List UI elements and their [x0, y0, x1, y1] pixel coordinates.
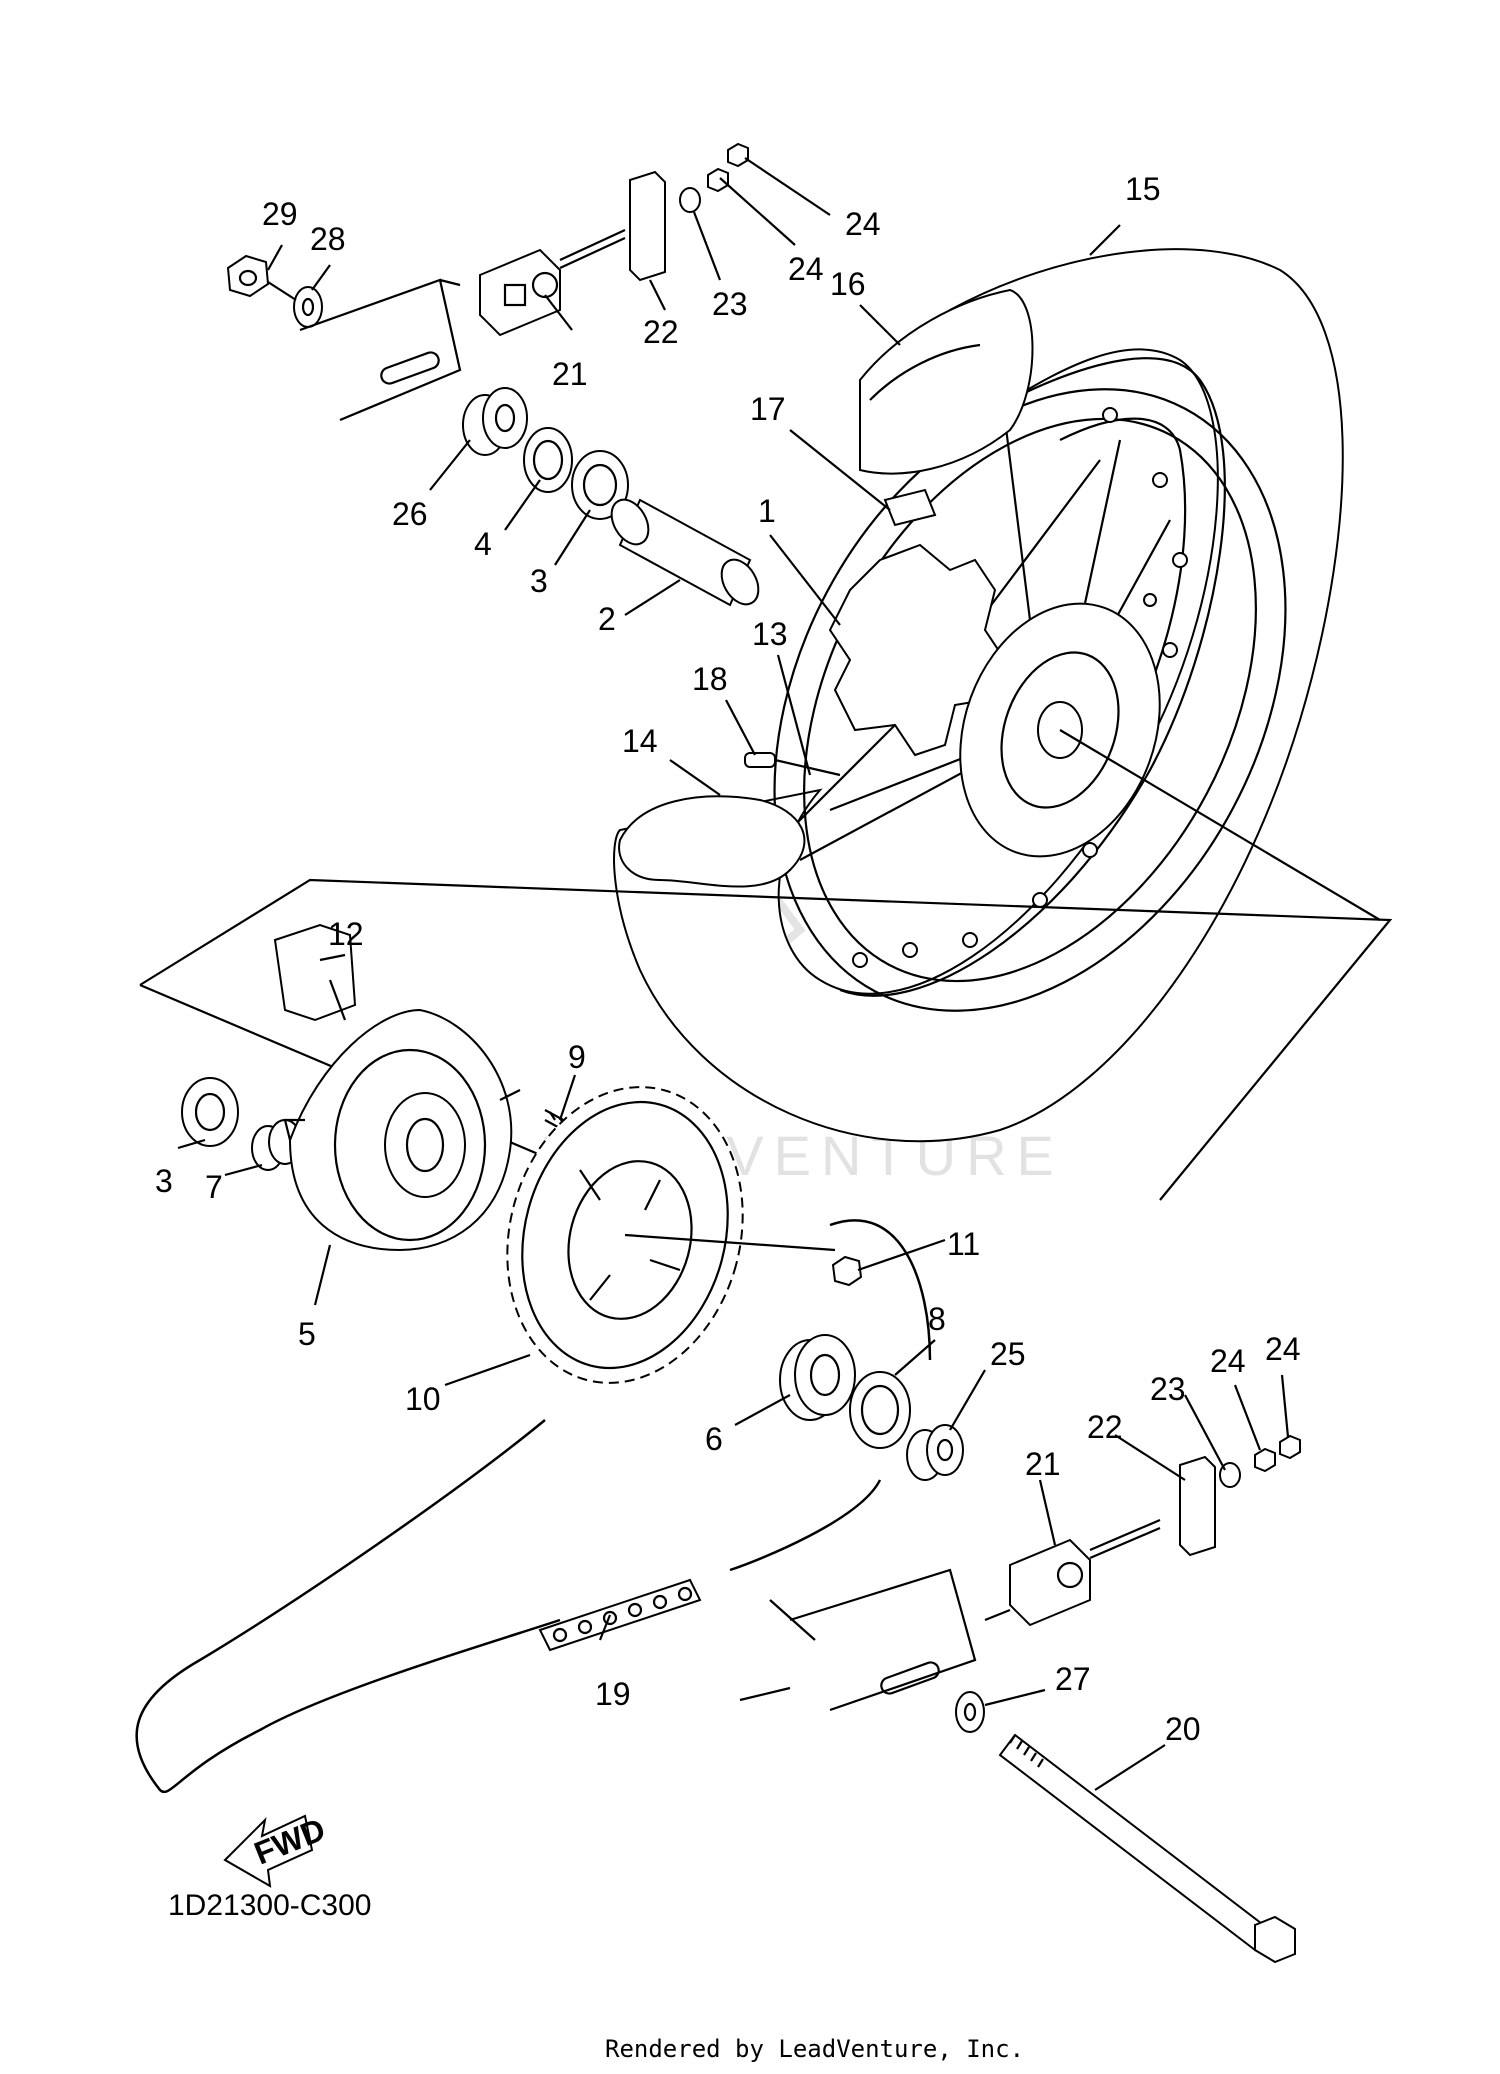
callout-18: 18 [692, 661, 728, 697]
sprocket-hub-5 [283, 1008, 521, 1252]
callout-26: 26 [392, 496, 428, 532]
tire [613, 248, 1344, 1143]
callout-21-lower: 21 [1025, 1446, 1061, 1482]
callout-3-upper: 3 [530, 563, 548, 599]
callout-23-upper: 23 [712, 286, 748, 322]
collar-25 [906, 1424, 964, 1481]
nut-24-upper-b [727, 142, 749, 168]
callout-12: 12 [328, 916, 364, 952]
callout-21-upper: 21 [552, 356, 588, 392]
callout-10: 10 [405, 1381, 441, 1417]
swingarm-end-lower [789, 1568, 977, 1712]
callout-27: 27 [1055, 1661, 1091, 1697]
callout-13: 13 [752, 616, 788, 652]
footer-credit: Rendered by LeadVenture, Inc. [605, 2035, 1024, 2063]
washer-23-upper [679, 187, 701, 213]
rear-wheel-assembly [613, 248, 1381, 1143]
callout-9: 9 [568, 1039, 586, 1075]
bearing-3-upper [571, 450, 629, 520]
callout-28: 28 [310, 221, 346, 257]
callout-14: 14 [622, 723, 658, 759]
callout-22-upper: 22 [643, 314, 679, 350]
callout-17: 17 [750, 391, 786, 427]
oil-seal-4 [523, 427, 573, 493]
callout-11: 11 [947, 1226, 980, 1262]
chain-adjuster-upper [479, 229, 626, 337]
rim [773, 388, 1287, 1012]
callout-leaders [177, 157, 1290, 1791]
spoke-nipple-18 [744, 752, 841, 777]
callout-16: 16 [830, 266, 866, 302]
callout-5: 5 [298, 1316, 316, 1352]
callout-22-lower: 22 [1087, 1409, 1123, 1445]
fwd-arrow: FWD [223, 1811, 330, 1888]
hub [828, 543, 1007, 757]
callout-20: 20 [1165, 1711, 1201, 1747]
tube-part [859, 288, 1034, 475]
chain-adjuster-lower [1009, 1518, 1161, 1627]
callout-1: 1 [758, 493, 776, 529]
chain-segment-19 [538, 1578, 702, 1652]
callout-8: 8 [928, 1301, 946, 1337]
nut-24-upper-a [707, 167, 729, 193]
adjuster-plate-upper [629, 170, 666, 282]
callout-4: 4 [474, 526, 492, 562]
rear-axle-20 [998, 1733, 1296, 1964]
callout-7: 7 [205, 1169, 223, 1205]
callout-2: 2 [598, 601, 616, 637]
adjuster-plate-lower [1179, 1455, 1216, 1557]
collar-26 [462, 387, 528, 456]
nut-29 [226, 254, 270, 298]
callout-24-upper-a: 24 [788, 251, 824, 287]
callout-6: 6 [705, 1421, 723, 1457]
callout-19: 19 [595, 1676, 631, 1712]
callout-23-lower: 23 [1150, 1371, 1186, 1407]
nut-24-lower-a [1254, 1447, 1276, 1473]
bearing-3-lower [181, 1077, 239, 1147]
callout-3-lower: 3 [155, 1163, 173, 1199]
callout-labels: 1 2 3 3 4 5 6 7 8 9 10 11 12 13 14 15 16… [155, 171, 1301, 1747]
diagram-code: 1D21300-C300 [168, 1889, 371, 1922]
washer-28 [293, 286, 323, 328]
rim-band [883, 488, 937, 527]
callout-24-lower-b: 24 [1265, 1331, 1301, 1367]
bearing-6 [779, 1334, 856, 1421]
callout-15: 15 [1125, 171, 1161, 207]
swingarm-end-upper [299, 278, 462, 422]
callout-24-lower-a: 24 [1210, 1343, 1246, 1379]
oil-seal-8 [849, 1371, 911, 1449]
tire-cutaway [618, 795, 806, 888]
callout-29: 29 [262, 196, 298, 232]
nut-11 [831, 1255, 863, 1287]
nut-24-lower-b [1279, 1434, 1301, 1460]
callout-25: 25 [990, 1336, 1026, 1372]
fwd-label: FWD [249, 1811, 330, 1872]
washer-27 [955, 1691, 985, 1733]
callout-24-upper-b: 24 [845, 206, 881, 242]
